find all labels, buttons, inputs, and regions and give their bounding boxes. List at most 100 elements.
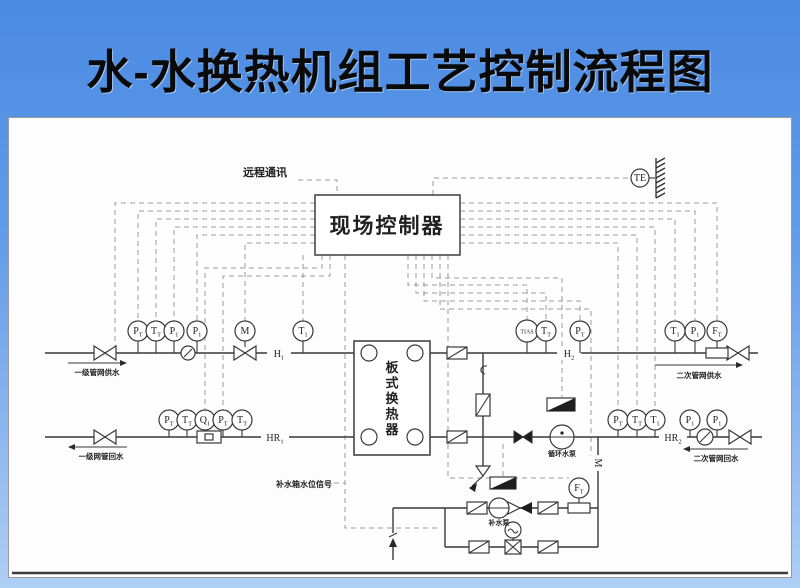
flow-sensor-icon	[705, 347, 729, 359]
circulation-pump: 循环水泵	[548, 424, 576, 458]
instrument-pr-q: Q1	[194, 409, 216, 431]
instrument-tag: FT	[574, 483, 584, 496]
instrument-sr-pt: PT	[607, 409, 629, 437]
instrument-tag: P1	[691, 326, 700, 339]
makeup-motor-valve: M	[591, 455, 605, 471]
hx-label: 板式换热器	[384, 360, 399, 437]
valves: M	[93, 341, 752, 555]
instrument-pr-tt: TT	[176, 409, 198, 437]
primary-supply-label: 一级管网供水	[75, 367, 120, 377]
outdoor-te-sensor: TE	[630, 157, 666, 199]
signal-line-right-5	[460, 234, 638, 410]
primary-return-arrow-head	[68, 444, 75, 450]
h2-bg	[557, 346, 581, 360]
hr1-bg	[261, 430, 289, 444]
signal-line-right-4	[460, 226, 656, 410]
signal-line-h2-tt	[415, 255, 547, 320]
instrument-tag: PT	[613, 415, 623, 428]
instrument-tag: P1	[193, 326, 202, 339]
butterfly-valve-icon	[513, 430, 533, 444]
balance-valve-icon	[537, 501, 559, 515]
balance-valve-icon	[468, 540, 490, 554]
instrument-pr-pt2: PT	[212, 409, 234, 437]
instrument-ps-pi2: P1	[186, 320, 208, 353]
signal-line-right-ft	[460, 202, 718, 320]
circulation-pump-label: 循环水泵	[548, 449, 576, 458]
pumps: 循环水泵 补水泵	[488, 424, 576, 527]
instrument-tag: TT	[182, 415, 192, 428]
signal-line-tank-level	[344, 255, 440, 529]
remote-comm-label: 远程通讯	[243, 165, 287, 179]
signal-line-tias	[407, 255, 528, 320]
pipe-tags: H1 H2 HR1 HR2	[261, 346, 687, 446]
instrument-tag: PT	[575, 326, 585, 339]
instrument-ss-ft: FT	[706, 320, 728, 348]
instrument-makeup-ft: FT	[568, 477, 590, 503]
instrument-tag: T1	[298, 326, 307, 339]
makeup-pump: 补水泵	[488, 497, 510, 527]
makeup-pump-label: 补水泵	[488, 518, 510, 527]
signal-line-te	[432, 177, 631, 195]
air-vent-icon	[480, 365, 488, 375]
secondary-return-label: 二次管网回水	[694, 453, 739, 463]
check-valve-icon	[507, 501, 522, 515]
secondary-supply-label: 二次管网供水	[677, 370, 722, 380]
signal-line-left-4	[173, 226, 315, 321]
balance-valve-icon	[537, 540, 559, 554]
signal-line-makeup-valve	[439, 255, 592, 456]
hr2-bg	[659, 430, 687, 444]
instrument-tag: T1	[670, 326, 679, 339]
instrument-tag: Q1	[200, 415, 210, 428]
instrument-tag: TT	[541, 326, 551, 339]
pressure-gauge-icon	[504, 521, 522, 541]
h1-tag: H1	[274, 349, 284, 362]
signal-line-remote	[298, 179, 338, 195]
field-controller: 现场控制器	[314, 194, 461, 256]
signal-line-left-2	[137, 210, 315, 321]
secondary-supply-arrow-head	[736, 362, 743, 368]
instrument-ps-t1: T1	[292, 320, 314, 353]
instrument-tag: TT	[151, 326, 161, 339]
plate-heat-exchanger: 板式换热器	[353, 340, 431, 456]
balance-valve-icon	[466, 501, 488, 515]
controller-box	[314, 194, 461, 256]
source-arrow-head	[389, 538, 397, 547]
signal-line-motor-valve	[244, 242, 315, 321]
primary-return-label: 一级网管回水	[79, 451, 124, 461]
signal-line-return-pt	[222, 255, 331, 410]
instrument-tag: P1	[713, 415, 722, 428]
flow-sensor-icon	[567, 502, 591, 514]
signal-line-makeup-ft	[447, 255, 569, 479]
slide-title: 水-水换热机组工艺控制流程图	[86, 46, 714, 98]
signal-line-left-1	[114, 202, 315, 347]
h1-bg	[267, 346, 291, 360]
balance-valve-icon	[446, 346, 468, 360]
gate-valve-icon	[728, 428, 752, 446]
secondary-return-arrow-head	[683, 446, 690, 452]
instrument-pr-pt: PT	[158, 409, 180, 437]
instrument-tag: TT	[632, 415, 642, 428]
signal-line-h2-pt	[423, 255, 581, 320]
signal-line-left-5	[196, 234, 315, 321]
safety-valve-icon	[469, 465, 492, 492]
instrument-ss-tias: TIAS	[515, 319, 539, 353]
instrument-tag: TIAS	[520, 330, 533, 336]
control-valve-icon	[233, 344, 257, 362]
instrument-sr-p1b: P1	[706, 409, 728, 437]
instrument-pr-tt2: TT	[231, 409, 253, 437]
instrument-ss-t1: T1	[664, 320, 686, 353]
check-valve-icon	[520, 502, 532, 514]
instrument-tag: PT	[164, 415, 174, 428]
instrument-sr-tt: TT	[626, 409, 648, 437]
motor-valve-tag: M	[592, 459, 603, 468]
signal-line-circpump-drive	[431, 255, 563, 397]
instrument-ss-p1: P1	[684, 320, 706, 353]
instrument-tag: P1	[170, 326, 179, 339]
primary-supply-arrow-head	[120, 360, 127, 366]
instrument-tag: PT	[133, 326, 143, 339]
hr1-tag: HR1	[266, 433, 283, 446]
hx-port-bottom-right	[406, 428, 424, 446]
signal-line-left-3	[155, 218, 315, 321]
instrument-sr-t1: T1	[644, 409, 666, 437]
